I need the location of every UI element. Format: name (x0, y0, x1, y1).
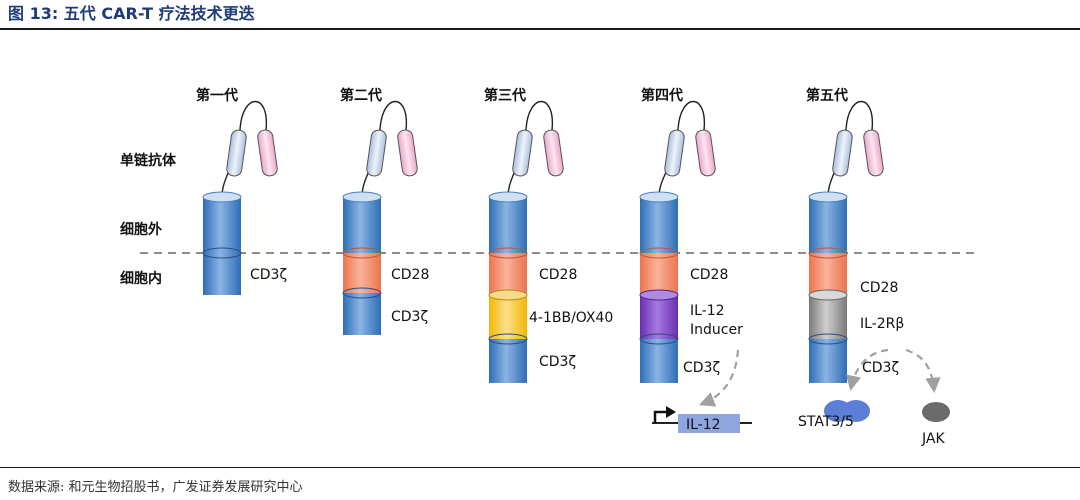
segment-divider (488, 289, 528, 301)
domain-label-41bb-ox40: 4-1BB/OX40 (529, 310, 613, 326)
generation-2: 第二代 CD28 CD3ζ (340, 87, 429, 335)
induction-arrow (699, 349, 740, 407)
generation-2-label: 第二代 (340, 87, 382, 104)
scfv-light-chain (863, 129, 884, 177)
domain-label-cd3z: CD3ζ (683, 360, 720, 376)
domain-cd3z (640, 339, 678, 383)
source-divider (0, 467, 1080, 468)
segment-divider (342, 287, 382, 299)
domain-cd28 (809, 253, 847, 295)
row-label-intracellular: 细胞内 (120, 270, 162, 287)
figure-title: 图 13: 五代 CAR-T 疗法技术更迭 (8, 4, 255, 23)
segment-divider (342, 247, 382, 259)
generation-4: 第四代 CD28 IL-12 Inducer CD3ζ IL-12 (639, 87, 752, 433)
car-t-generations-diagram: 单链抗体 细胞外 细胞内 第一代 CD3ζ 第二代 CD28 CD3ζ 第三代 (120, 87, 980, 447)
scfv-light-chain (695, 129, 716, 177)
domain-cd3z (343, 293, 381, 335)
signal-arrow-jak (905, 348, 941, 394)
segment-divider (808, 289, 848, 301)
il12-gene-label: IL-12 (686, 417, 721, 433)
segment-cap (342, 191, 382, 203)
segment-divider (488, 333, 528, 345)
segment-cap (202, 191, 242, 203)
stat-label: STAT3/5 (798, 414, 854, 430)
segment-divider (488, 247, 528, 259)
segment-cap (808, 191, 848, 203)
title-divider (0, 28, 1080, 30)
domain-il2rb (809, 295, 847, 339)
domain-cd28 (489, 253, 527, 295)
domain-extracellular (809, 197, 847, 253)
domain-label-cd28: CD28 (690, 267, 728, 283)
domain-label-il2rb: IL-2Rβ (860, 316, 904, 332)
scfv-light-chain (543, 129, 564, 177)
segment-divider (808, 333, 848, 345)
domain-label-il12: IL-12 (690, 303, 725, 319)
jak-molecule-icon (922, 402, 950, 422)
row-label-extracellular: 细胞外 (120, 221, 162, 238)
scfv-heavy-chain (664, 129, 685, 177)
generation-5: 第五代 CD28 IL-2Rβ CD3ζ STAT3/5 JAK (798, 87, 950, 447)
domain-extracellular (489, 197, 527, 253)
domain-label-cd28: CD28 (539, 267, 577, 283)
domain-il12-inducer (640, 295, 678, 339)
segment-divider (639, 333, 679, 345)
generation-3-label: 第三代 (484, 87, 526, 104)
generation-5-label: 第五代 (806, 87, 848, 104)
scfv-heavy-chain (226, 129, 247, 177)
segment-divider (808, 247, 848, 259)
domain-cd28 (640, 253, 678, 295)
scfv-linker (379, 101, 408, 131)
promoter-arrow-icon (653, 410, 668, 423)
generation-3: 第三代 CD28 4-1BB/OX40 CD3ζ (484, 87, 613, 383)
domain-cd3z (489, 339, 527, 383)
scfv-heavy-chain (512, 129, 533, 177)
scfv-linker (239, 101, 268, 131)
generation-1: 第一代 CD3ζ (196, 87, 287, 295)
row-label-scfv: 单链抗体 (120, 152, 177, 169)
domain-41bb-ox40 (489, 295, 527, 339)
domain-label-cd3z: CD3ζ (539, 354, 576, 370)
segment-divider (202, 247, 242, 259)
scfv-linker (845, 101, 874, 131)
scfv-heavy-chain (366, 129, 387, 177)
domain-extracellular (640, 197, 678, 253)
domain-cd3z (203, 253, 241, 295)
segment-divider (639, 289, 679, 301)
scfv-linker (677, 101, 706, 131)
domain-label-cd3z: CD3ζ (250, 267, 287, 283)
source-note: 数据来源: 和元生物招股书，广发证券发展研究中心 (8, 480, 303, 495)
domain-label-cd3z: CD3ζ (862, 360, 899, 376)
il12-gene-box (678, 414, 740, 433)
stat-molecule-icon (842, 400, 870, 422)
generation-4-label: 第四代 (641, 87, 683, 104)
segment-divider (639, 247, 679, 259)
signal-arrow-stat (845, 348, 889, 392)
segment-cap (488, 191, 528, 203)
domain-extracellular (343, 197, 381, 253)
domain-cd3z (809, 339, 847, 383)
scfv-light-chain (257, 129, 278, 177)
generation-1-label: 第一代 (196, 87, 238, 104)
domain-label-cd28: CD28 (860, 280, 898, 296)
scfv-light-chain (397, 129, 418, 177)
scfv-heavy-chain (832, 129, 853, 177)
scfv-linker (525, 101, 554, 131)
promoter-arrowhead-icon (666, 406, 676, 418)
jak-label: JAK (921, 431, 945, 447)
domain-cd28 (343, 253, 381, 293)
segment-cap (639, 191, 679, 203)
domain-label-cd28: CD28 (391, 267, 429, 283)
domain-label-inducer: Inducer (690, 322, 743, 338)
domain-label-cd3z: CD3ζ (391, 309, 428, 325)
domain-extracellular (203, 197, 241, 253)
